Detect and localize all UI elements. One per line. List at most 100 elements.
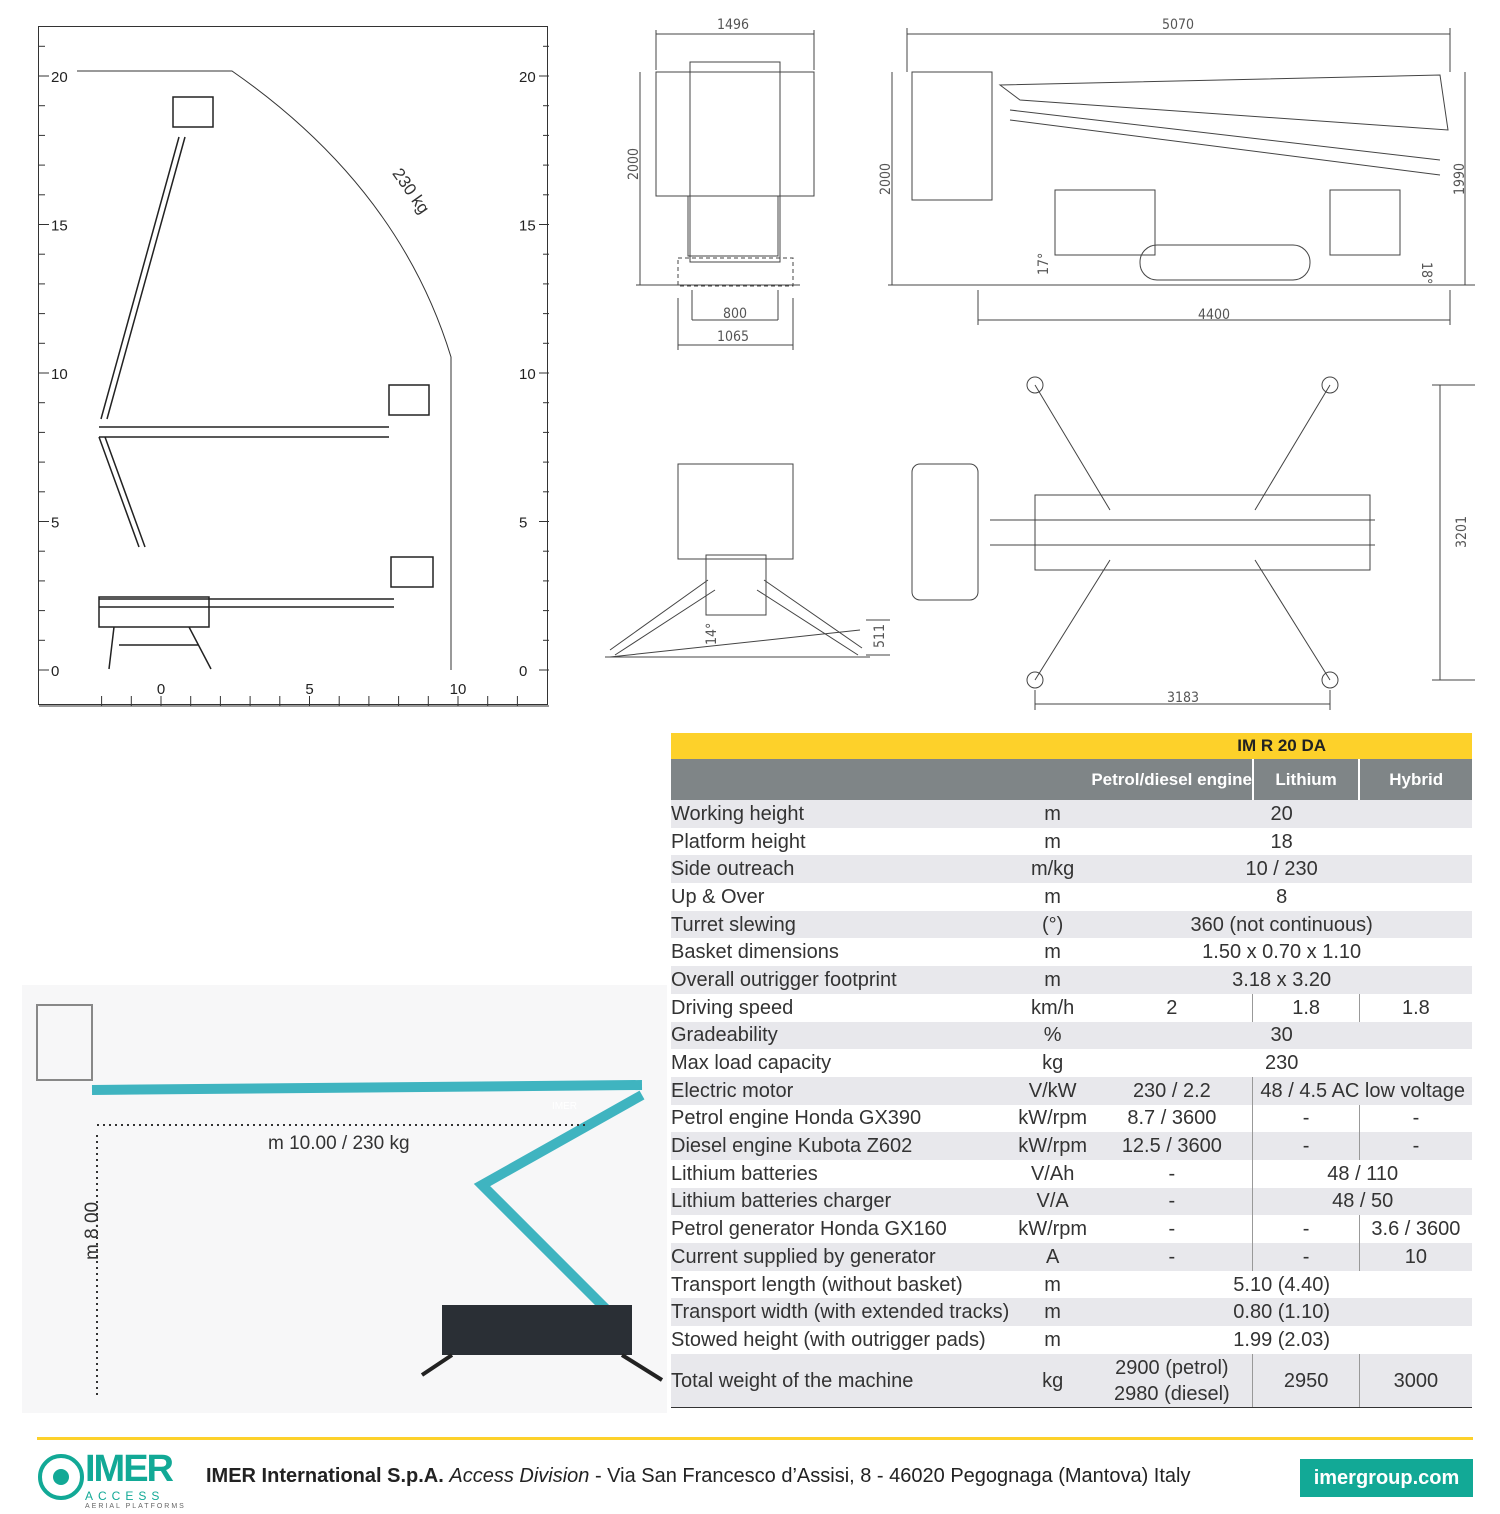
y-tick-label: 20 — [51, 69, 68, 86]
spec-row: Max load capacity kg 230 — [671, 1049, 1472, 1077]
outrigger-angle-dim: 14° — [704, 623, 720, 645]
spec-value: 10 — [1358, 1243, 1472, 1271]
footprint-width-dim: 3183 — [1167, 690, 1199, 706]
y-tick-label: 10 — [51, 366, 68, 383]
spec-label: Platform height — [671, 830, 806, 853]
spec-label: Transport width (with extended tracks) — [671, 1298, 1014, 1327]
spec-label: Max load capacity — [671, 1052, 832, 1075]
col-lithium: Lithium — [1251, 759, 1360, 800]
spec-value: 0.80 (1.10) — [1091, 1298, 1472, 1327]
spec-label: Driving speed — [671, 996, 794, 1019]
weight-petrol: 2900 (petrol) — [1115, 1356, 1229, 1379]
model-header-row: IM R 20 DA — [671, 733, 1472, 759]
spec-unit: (°) — [1013, 910, 1092, 939]
spec-value: 2 — [1166, 996, 1178, 1019]
col-hybrid: Hybrid — [1358, 759, 1472, 800]
machine-illustration: IMER — [36, 1004, 664, 1395]
top-view — [911, 376, 1475, 710]
spec-label: Total weight of the machine — [671, 1353, 1014, 1409]
spec-value: 230 — [1264, 1052, 1299, 1075]
spec-value: 1.50 x 0.70 x 1.10 — [1202, 941, 1362, 964]
spec-label: Diesel engine Kubota Z602 — [671, 1132, 1014, 1160]
col-petrol-diesel: Petrol/diesel engine — [1091, 759, 1253, 800]
spec-unit: m — [1013, 966, 1092, 994]
spec-value: - — [1091, 1187, 1253, 1216]
angle-rear-dim: 18° — [1418, 262, 1434, 284]
spec-value: 8 — [1276, 885, 1288, 908]
spec-unit: m — [1013, 1298, 1092, 1327]
spec-unit: m/kg — [1013, 855, 1092, 884]
spec-value: 48 / 110 — [1252, 1159, 1472, 1188]
spec-value: 20 — [1091, 800, 1472, 828]
spec-label: Electric motor — [671, 1076, 1014, 1105]
spec-row: Turret slewing(°)360 (not continuous) — [671, 910, 1472, 939]
spec-label: Current supplied by generator — [671, 1243, 1014, 1271]
spec-value: 1.8 — [1252, 993, 1360, 1022]
spec-value: - — [1252, 1104, 1360, 1133]
boom-brand: IMER — [552, 1101, 577, 1112]
angle-front-dim: 17° — [1036, 253, 1052, 275]
logo-text: IMER — [85, 1448, 174, 1490]
website-link[interactable]: imergroup.com — [1300, 1459, 1473, 1497]
y-tick-label-right: 0 — [519, 663, 527, 680]
logo-sub: ACCESS — [85, 1489, 165, 1503]
spec-unit: m — [1044, 830, 1061, 853]
spec-unit: m — [1044, 1328, 1061, 1351]
spec-label: Petrol generator Honda GX160 — [671, 1218, 947, 1241]
spec-unit: V/A — [1013, 1187, 1092, 1216]
spec-value: 3.6 / 3600 — [1358, 1215, 1472, 1243]
company-address: IMER International S.p.A. Access Divisio… — [206, 1465, 1191, 1487]
y-tick-label-right: 15 — [519, 218, 536, 235]
track-outer-dim: 1065 — [717, 329, 749, 345]
spec-unit: kW/rpm — [1018, 1107, 1088, 1130]
y-tick-label-right: 5 — [519, 515, 527, 532]
machine-photo: IMER m 10.00 / 230 kg m 8.00 — [22, 985, 667, 1413]
spec-unit: m — [1044, 885, 1061, 908]
x-tick-label: 5 — [305, 681, 313, 698]
spec-value: 8.7 / 3600 — [1127, 1107, 1217, 1130]
front-outrigger-view — [605, 463, 890, 658]
spec-label: Up & Over — [671, 885, 765, 908]
y-tick-label: 15 — [51, 218, 68, 235]
spec-value: - — [1252, 1243, 1360, 1271]
logo-mark-icon — [38, 1454, 84, 1500]
outrigger-lift-dim: 511 — [872, 624, 888, 648]
spec-unit: kg — [1013, 1353, 1092, 1409]
spec-value: - — [1252, 1215, 1360, 1243]
spec-value: 48 / 50 — [1252, 1187, 1472, 1216]
side-stowed-dim: 1990 — [1452, 163, 1468, 195]
spec-value: - — [1168, 1162, 1176, 1185]
spec-label: Basket dimensions — [671, 941, 839, 964]
spec-value: - — [1091, 1243, 1253, 1271]
spec-unit: m — [1044, 941, 1061, 964]
imer-logo: IMER ACCESS AERIAL PLATFORMS — [37, 1448, 192, 1512]
spec-unit: V/kW — [1013, 1076, 1092, 1105]
spec-row: Gradeability%30 — [671, 1021, 1472, 1050]
y-tick-label: 5 — [51, 515, 59, 532]
side-view — [888, 28, 1475, 325]
spec-value: 2950 — [1252, 1353, 1360, 1409]
spec-unit: % — [1013, 1021, 1092, 1050]
spec-label: Lithium batteries charger — [671, 1187, 1014, 1216]
weight-diesel: 2980 (diesel) — [1114, 1382, 1230, 1405]
spec-value: 10 / 230 — [1091, 855, 1472, 884]
y-tick-label-right: 20 — [519, 69, 536, 86]
working-envelope — [77, 70, 452, 670]
spec-label: Gradeability — [671, 1021, 1014, 1050]
outreach-label: m 10.00 / 230 kg — [268, 1133, 410, 1154]
spec-unit: V/Ah — [1030, 1162, 1075, 1185]
spec-unit: kg — [1042, 1052, 1064, 1075]
spec-unit: A — [1013, 1243, 1092, 1271]
spec-value: 360 (not continuous) — [1091, 910, 1472, 939]
